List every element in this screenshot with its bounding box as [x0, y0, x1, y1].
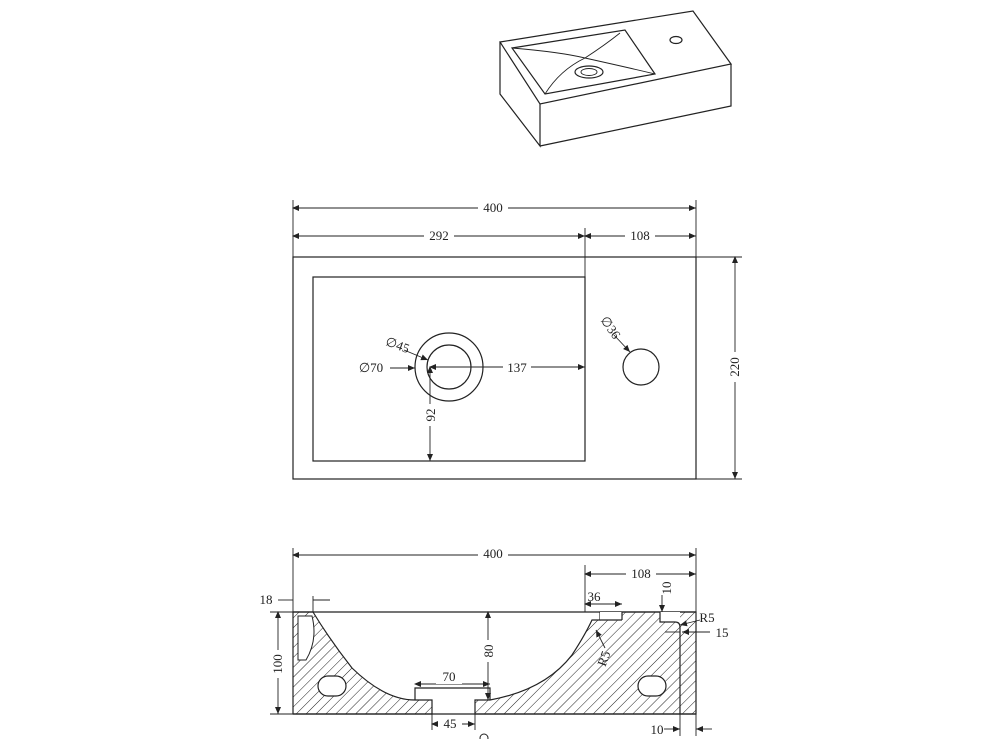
section-right-body: [474, 611, 697, 715]
section-dim-400: 400: [483, 546, 503, 561]
isometric-view: [498, 10, 733, 148]
section-dim-18: 18: [260, 592, 273, 607]
top-dim-dia36: ∅36: [598, 313, 625, 342]
top-dim-292: 292: [429, 228, 449, 243]
top-dim-400: 400: [483, 200, 503, 215]
top-view-basin: [312, 276, 586, 462]
section-radius-lower: R5: [594, 649, 613, 668]
section-dim-36: 36: [588, 589, 602, 604]
section-dim-80: 80: [481, 645, 496, 658]
section-dim-45: 45: [444, 716, 457, 731]
top-dim-dia70: ∅70: [359, 360, 383, 375]
top-view-outline: [292, 256, 697, 480]
section-dim-108: 108: [631, 566, 651, 581]
section-dim-100: 100: [270, 654, 285, 674]
top-dim-92: 92: [423, 409, 438, 422]
top-view: 400 292 108 220 137 92 ∅45 ∅70 ∅36: [292, 200, 743, 480]
section-dim-15: 15: [716, 625, 729, 640]
top-dim-137: 137: [507, 360, 527, 375]
section-dim-10-bottom: 10: [651, 722, 664, 737]
section-view: 400 108 18 36 10 R5 15 R5 100: [260, 546, 729, 739]
section-radius-top: R5: [699, 610, 714, 625]
top-dim-220: 220: [727, 357, 742, 377]
top-dim-108: 108: [630, 228, 650, 243]
section-dim-10-top: 10: [659, 582, 674, 595]
top-dim-dia45: ∅45: [384, 334, 412, 356]
section-dim-70: 70: [443, 669, 456, 684]
tap-hole-circle: [622, 348, 660, 386]
